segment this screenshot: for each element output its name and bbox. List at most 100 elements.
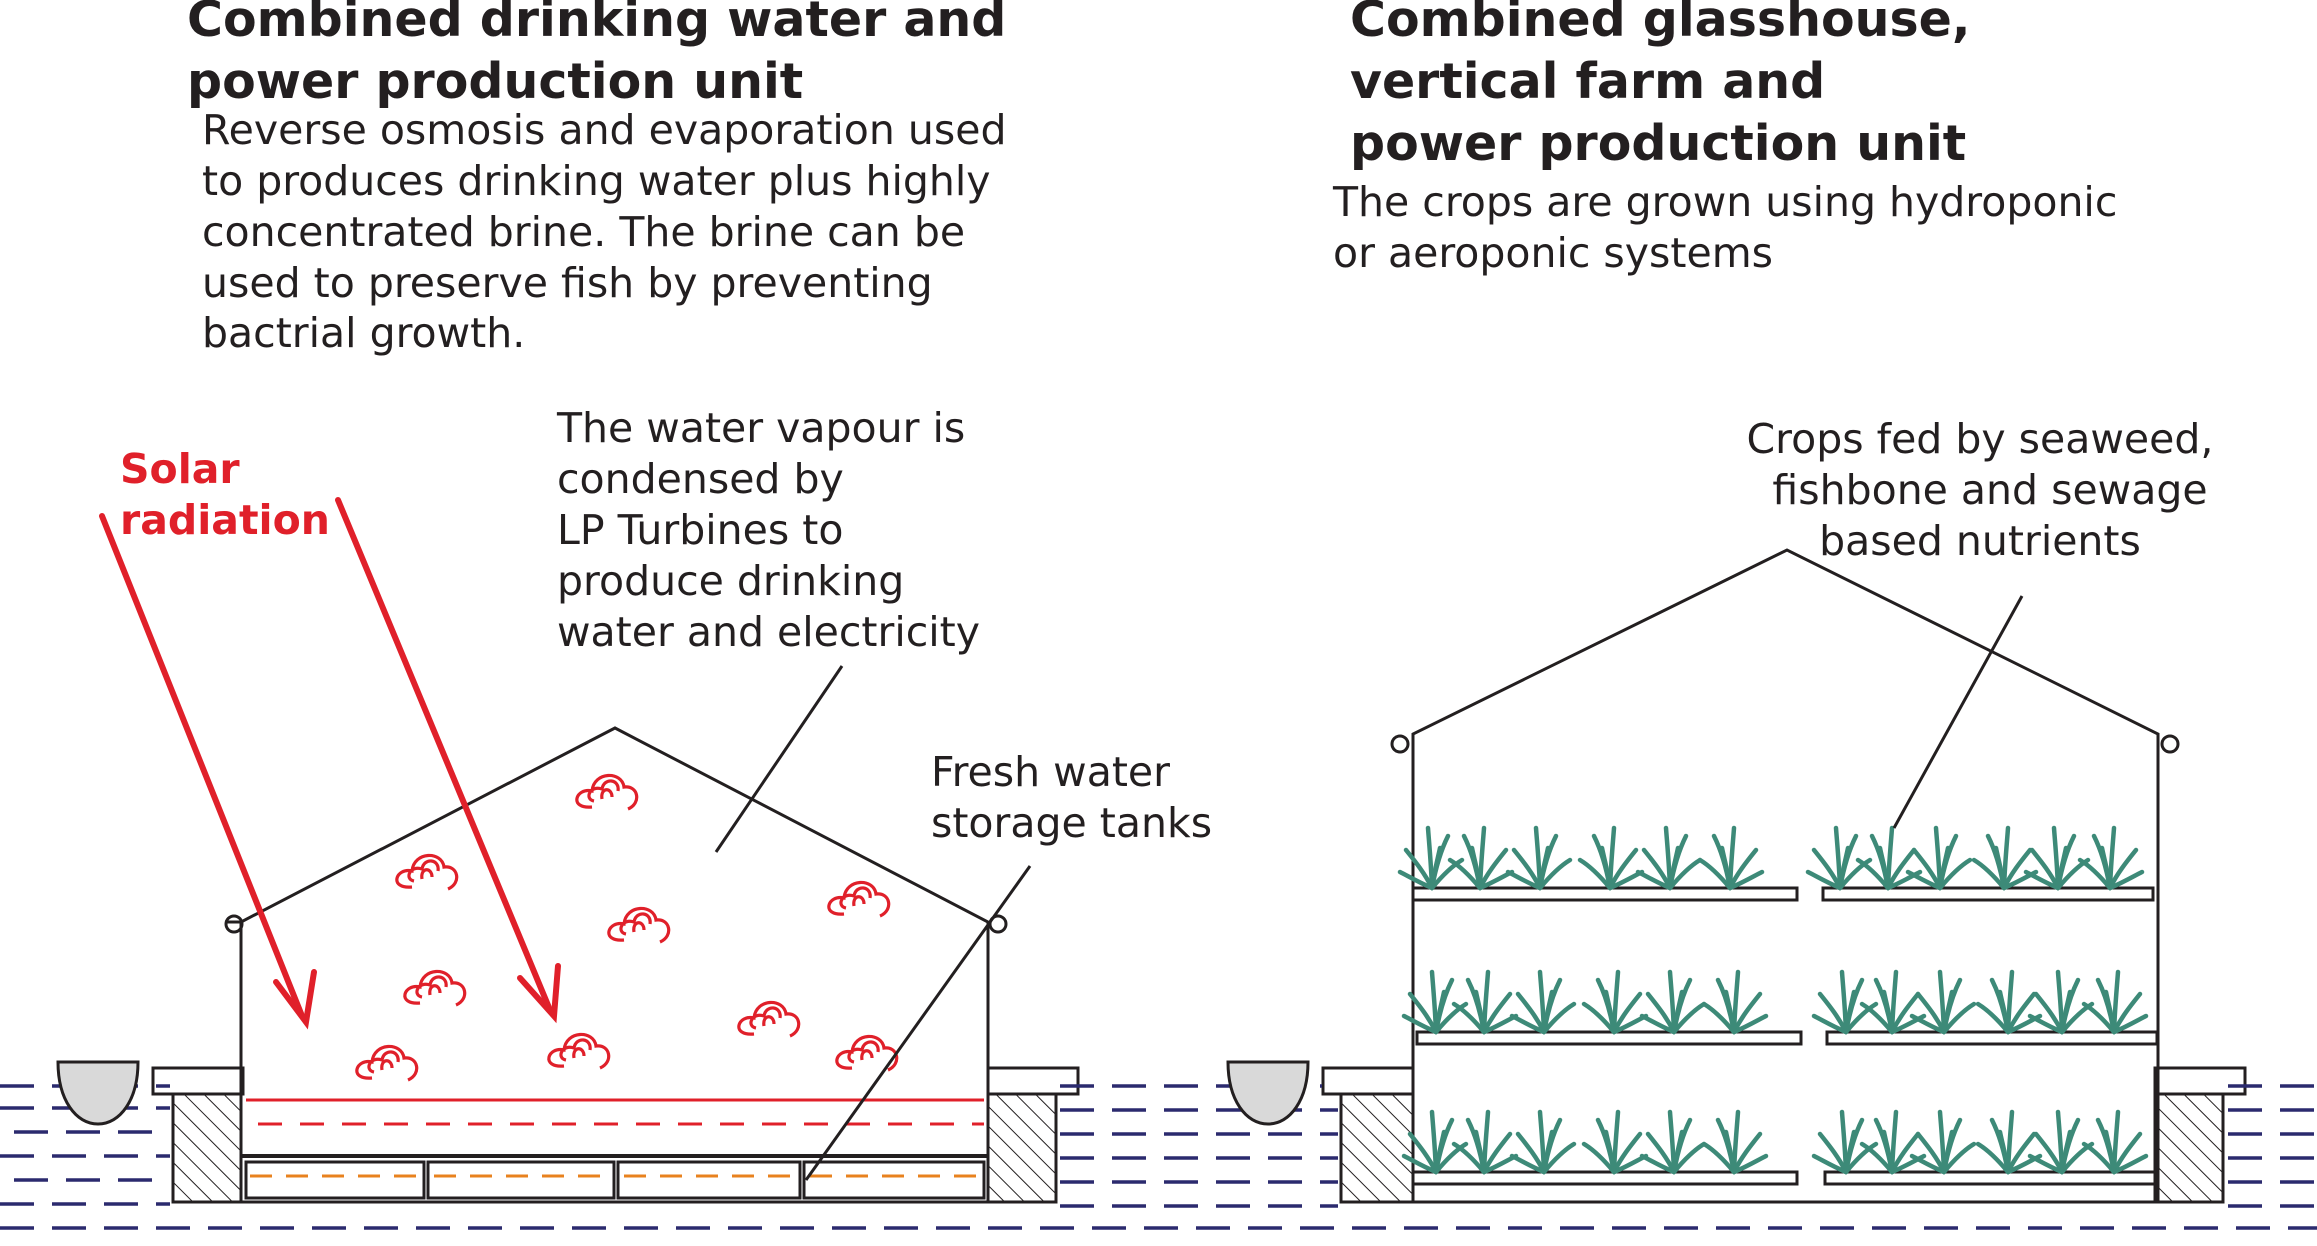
vapour-swirl [395, 853, 459, 891]
left-description-line-2: to produces drinking water plus highly [202, 157, 991, 205]
right-title: Combined glasshouse, vertical farm and p… [1350, 0, 1971, 172]
vapour-label-line-2: condensed by [557, 455, 844, 503]
crop-plant [1642, 972, 1704, 1032]
vapour-label-line-4: produce drinking [557, 557, 904, 605]
storage-tank-3 [616, 1160, 802, 1200]
left-building [151, 726, 1080, 1204]
crops-label-line-1: Crops fed by seaweed, [1747, 415, 2214, 463]
crop-plant [1450, 828, 1512, 888]
vapour-swirl [827, 880, 891, 918]
left-description-line-4: used to preserve fish by preventing [202, 259, 933, 307]
crop-plant [1512, 1112, 1574, 1172]
vapour-label-line-3: LP Turbines to [557, 506, 843, 554]
right-description: The crops are grown using hydroponic or … [1332, 178, 2117, 277]
crop-plant [1974, 828, 2036, 888]
crops-callout-label: Crops fed by seaweed, fishbone and sewag… [1747, 415, 2214, 565]
crop-plant [1814, 972, 1876, 1032]
crop-plant [1908, 828, 1970, 888]
crop-plant [1580, 828, 1642, 888]
storage-tank-4 [802, 1160, 986, 1200]
left-title-line-2: power production unit [187, 53, 803, 110]
right-glasshouse-outline [1411, 548, 2160, 1202]
solar-arrow-1 [99, 513, 305, 1019]
left-description-line-3: concentrated brine. The brine can be [202, 208, 965, 256]
solar-arrow-2 [335, 497, 553, 1013]
crops-label-line-2: fishbone and sewage [1772, 466, 2207, 514]
vapour-swirl [737, 1000, 801, 1038]
floating-buoys [56, 1060, 1310, 1126]
crop-plant [2084, 972, 2146, 1032]
vapour-swirl [355, 1044, 419, 1082]
right-gutter-right-roll [2160, 734, 2180, 754]
storage-tank-1 [244, 1160, 426, 1200]
crop-plant [1978, 1112, 2040, 1172]
left-description-line-5: bactrial growth. [202, 309, 525, 357]
crop-plant [1808, 828, 1870, 888]
shelf-bottom-left [1411, 1170, 1799, 1186]
left-foundation-wall-right [986, 1080, 1058, 1204]
crop-plant [1508, 828, 1570, 888]
right-title-line-2: vertical farm and [1350, 53, 1825, 110]
left-title-line-1: Combined drinking water and [187, 0, 1006, 48]
left-ledge-left [151, 1066, 245, 1096]
right-ledge-right [2153, 1066, 2247, 1096]
vapour-swirl [575, 773, 639, 811]
buoy-left [56, 1060, 140, 1126]
right-description-line-1: The crops are grown using hydroponic [1332, 178, 2117, 226]
crop-plant [1700, 828, 1762, 888]
left-ledge-right [986, 1066, 1080, 1096]
solar-label-line-2: radiation [120, 496, 330, 544]
crop-plant [1912, 1112, 1974, 1172]
vapour-swirl [607, 906, 671, 944]
right-gutter-left-roll [1390, 734, 1410, 754]
shelf-bottom-right [1823, 1170, 2157, 1186]
crop-plant [1512, 972, 1574, 1032]
crop-plant [1400, 828, 1462, 888]
crop-plant [1454, 1112, 1516, 1172]
vapour-leader-line [714, 665, 844, 853]
shelf-top-right [1821, 886, 2155, 902]
vapour-label-line-5: water and electricity [557, 608, 980, 656]
vapour-swirl [547, 1032, 611, 1070]
crop-plant [1704, 1112, 1766, 1172]
tanks-label-line-2: storage tanks [931, 799, 1212, 847]
tanks-label-line-1: Fresh water [931, 748, 1170, 796]
crop-plant [2026, 828, 2088, 888]
vapour-swirl [403, 969, 467, 1007]
left-foundation-wall-left [171, 1080, 243, 1204]
vapour-callout-label: The water vapour is condensed by LP Turb… [556, 404, 980, 656]
right-description-line-2: or aeroponic systems [1333, 229, 1773, 277]
tanks-leader-line [804, 865, 1032, 1181]
crop-plant [1642, 1112, 1704, 1172]
left-description: Reverse osmosis and evaporation used to … [202, 106, 1007, 357]
tanks-callout-label: Fresh water storage tanks [931, 748, 1212, 847]
solar-arrows [99, 497, 561, 1030]
crop-plant [1912, 972, 1974, 1032]
right-ledge-left [1321, 1066, 1415, 1096]
crops-label-line-3: based nutrients [1819, 517, 2141, 565]
crop-plant [1454, 972, 1516, 1032]
shelf-middle-right [1825, 1030, 2159, 1046]
crop-plant [2080, 828, 2142, 888]
solar-arrow-1-head [273, 969, 317, 1030]
crops-leader-line [1892, 595, 2024, 829]
right-foundation-wall-right [2153, 1080, 2225, 1204]
right-callout-lines [1892, 595, 2024, 829]
crop-plant [1704, 972, 1766, 1032]
crop-plant [2030, 1112, 2092, 1172]
solar-radiation-label: Solar radiation [120, 445, 330, 544]
right-building [1321, 548, 2247, 1204]
crop-plant [1638, 828, 1700, 888]
crop-plant [1858, 828, 1920, 888]
storage-tank-2 [426, 1160, 616, 1200]
right-foundation-wall-left [1339, 1080, 1415, 1204]
crop-plant [2084, 1112, 2146, 1172]
shelf-middle-left [1415, 1030, 1803, 1046]
right-title-line-1: Combined glasshouse, [1350, 0, 1971, 48]
crop-plants [1400, 828, 2146, 1172]
solar-label-line-1: Solar [120, 445, 240, 493]
left-gutter-left-roll [224, 914, 244, 934]
right-title-line-3: power production unit [1350, 115, 1966, 172]
left-title: Combined drinking water and power produc… [187, 0, 1006, 110]
